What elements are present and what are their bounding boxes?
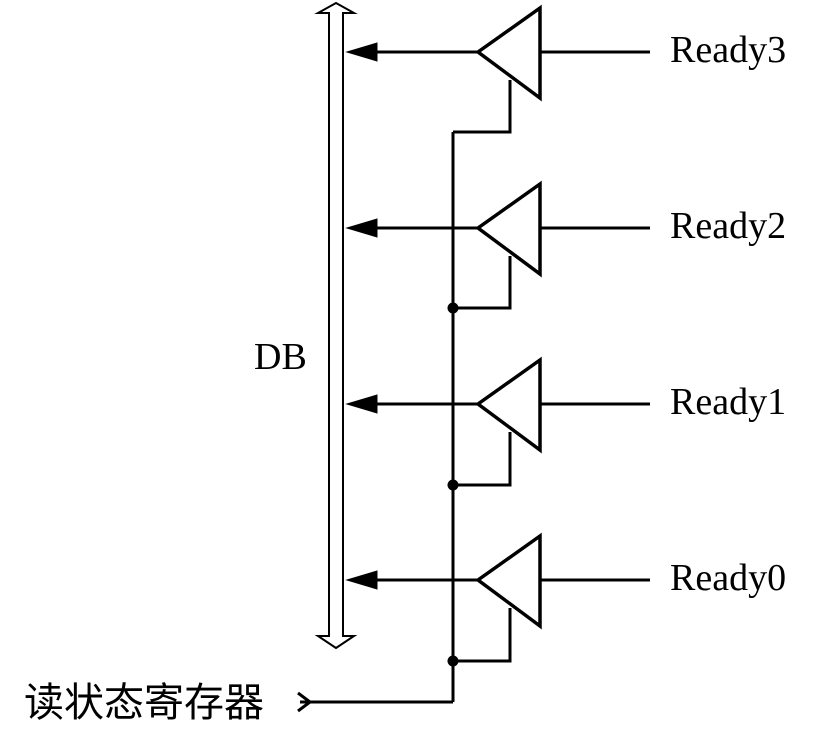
control-input-arrow [297, 691, 313, 713]
read-status-register-label: 读状态寄存器 [24, 680, 264, 726]
db-label: DB [254, 336, 307, 378]
label-ready0: Ready0 [670, 557, 787, 599]
db-bus [314, 1, 358, 650]
label-ready1: Ready1 [670, 381, 787, 423]
buffer-ready3 [345, 4, 650, 102]
buffer-ready0 [345, 532, 650, 667]
label-ready3: Ready3 [670, 29, 787, 71]
label-ready2: Ready2 [670, 205, 787, 247]
buffer-ready2 [345, 180, 650, 314]
enable-link-top [453, 80, 512, 134]
buffer-ready1 [345, 356, 650, 491]
